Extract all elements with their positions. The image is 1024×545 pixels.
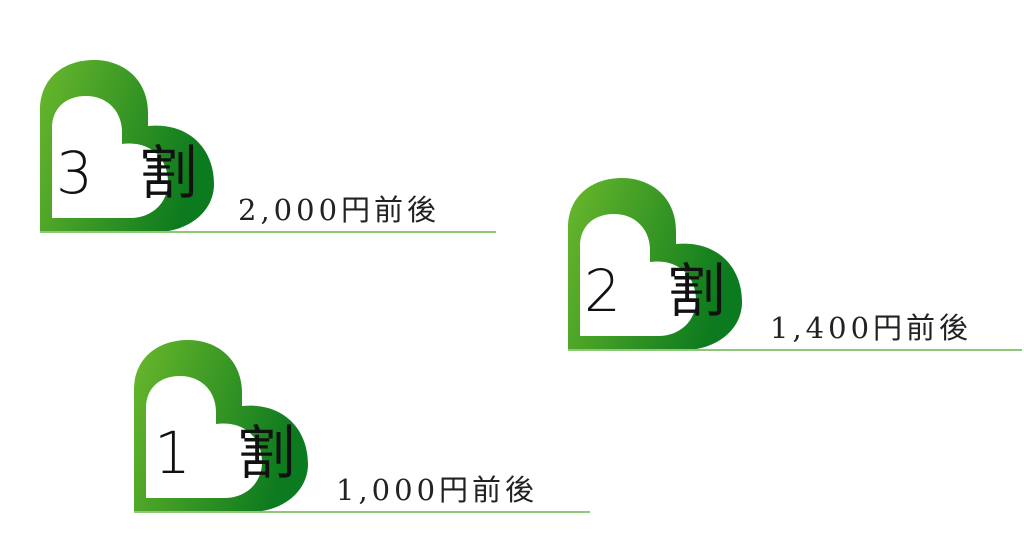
underline (134, 511, 590, 513)
price-label: 1,000円前後 (336, 473, 539, 507)
underline (40, 231, 496, 233)
discount-rate: 2 割 (584, 257, 740, 325)
discount-rate: 3 割 (56, 139, 212, 207)
heart-badge-icon (134, 340, 308, 512)
heart-badge-icon (568, 178, 742, 350)
discount-item-10: 1 割 1,000円前後 (132, 338, 592, 518)
price-label: 1,400円前後 (770, 311, 973, 345)
heart-badge-icon (40, 60, 214, 232)
underline (568, 349, 1022, 351)
discount-item-30: 3 割 2,000円前後 (38, 58, 498, 238)
discount-rate: 1 割 (154, 419, 310, 487)
price-label: 2,000円前後 (238, 193, 441, 227)
discount-item-20: 2 割 1,400円前後 (566, 176, 1024, 356)
